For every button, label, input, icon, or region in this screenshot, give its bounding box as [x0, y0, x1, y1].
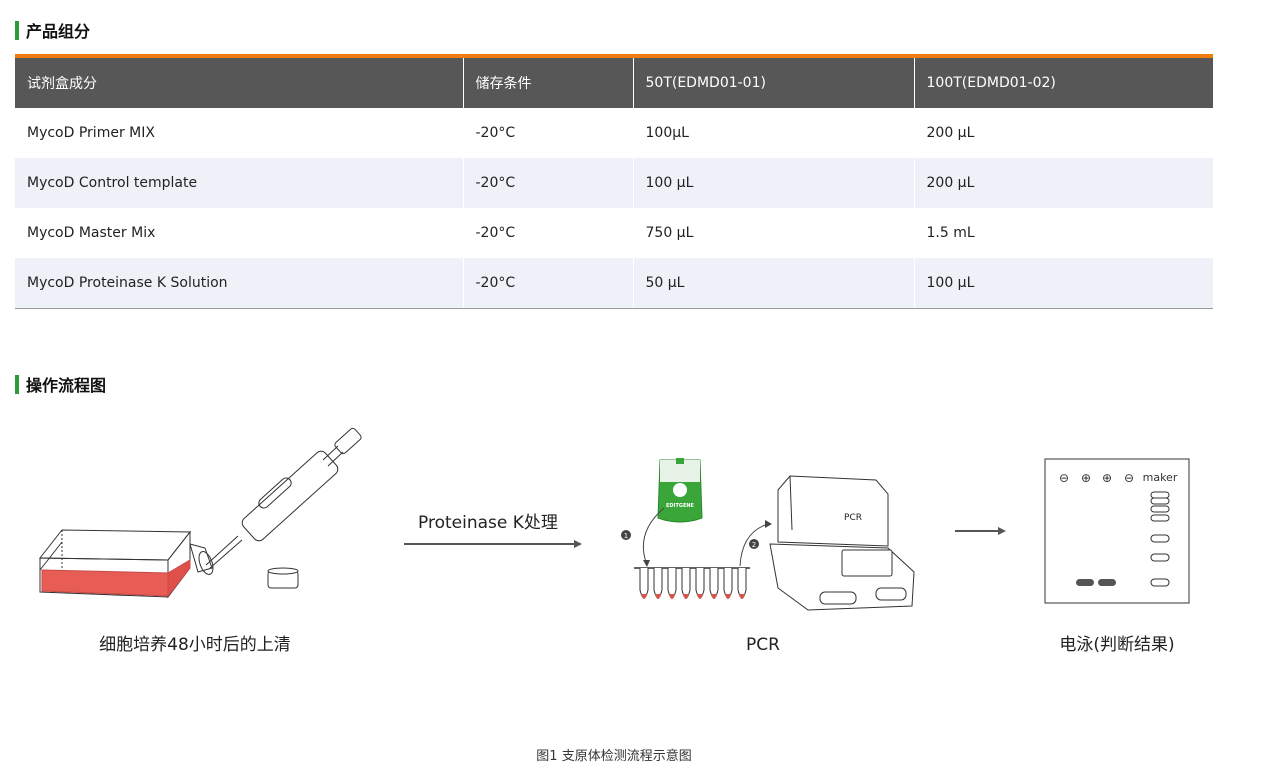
section-title-text: 操作流程图 — [26, 376, 107, 395]
cell-storage: -20°C — [463, 258, 634, 309]
gel-marker-pos: ⊕ — [1081, 471, 1091, 485]
section-title-text: 产品组分 — [26, 22, 91, 41]
table-row: MycoD Master Mix -20°C 750 μL 1.5 mL — [15, 208, 1213, 258]
header-100t: 100T(EDMD01-02) — [914, 58, 1213, 108]
svg-text:1: 1 — [624, 532, 628, 540]
cell-50t: 50 μL — [633, 258, 915, 309]
section-title-workflow: 操作流程图 — [15, 374, 107, 395]
pcr-tube-sample — [725, 594, 731, 599]
reagent-bag-icon: EDITGENE — [657, 458, 703, 523]
pcr-tube — [737, 568, 747, 599]
pcr-tube-sample — [655, 594, 661, 599]
cell-component: MycoD Master Mix — [15, 208, 464, 258]
svg-text:2: 2 — [752, 541, 756, 549]
culture-flask-icon — [38, 529, 214, 599]
pcr-tube — [653, 568, 663, 599]
table-row: MycoD Primer MIX -20°C 100μL 200 μL — [15, 108, 1213, 158]
arrow-proteinase-step: Proteinase K处理 — [404, 513, 582, 548]
gel-marker-neg: ⊖ — [1059, 471, 1069, 485]
pcr-tube — [667, 568, 677, 599]
title-accent-bar — [15, 374, 19, 394]
arrow1-label: Proteinase K处理 — [418, 513, 558, 533]
cell-100t: 200 μL — [914, 158, 1213, 208]
step3-caption: 电泳(判断结果) — [1059, 635, 1174, 655]
gel-maker-label: maker — [1143, 471, 1178, 484]
table-row: MycoD Control template -20°C 100 μL 200 … — [15, 158, 1213, 208]
section-title-components: 产品组分 — [15, 20, 91, 41]
flask-cap-icon — [267, 567, 299, 589]
pcr-tube-sample — [669, 594, 675, 599]
cell-50t: 100 μL — [633, 158, 915, 208]
bag-label: EDITGENE — [666, 503, 695, 509]
table-row: MycoD Proteinase K Solution -20°C 50 μL … — [15, 258, 1213, 309]
cell-50t: 750 μL — [633, 208, 915, 258]
pcr-machine-icon: PCR — [769, 475, 915, 611]
cell-50t: 100μL — [633, 108, 915, 158]
pcr-tube-sample — [697, 594, 703, 599]
table-top-rule — [15, 54, 1213, 58]
figure-caption: 图1 支原体检测流程示意图 — [536, 749, 692, 764]
cell-component: MycoD Primer MIX — [15, 108, 464, 158]
table-header-row: 试剂盒成分 储存条件 50T(EDMD01-01) 100T(EDMD01-02… — [15, 58, 1213, 108]
step2-caption: PCR — [746, 635, 780, 655]
cell-storage: -20°C — [463, 108, 634, 158]
pipette-icon — [205, 427, 362, 569]
header-component: 试剂盒成分 — [15, 58, 464, 108]
gel-marker-neg: ⊖ — [1124, 471, 1134, 485]
step-marker-1: 1 — [621, 507, 665, 567]
step-marker-2: 2 — [739, 520, 772, 567]
pcr-machine-label: PCR — [844, 513, 862, 523]
step1-caption: 细胞培养48小时后的上清 — [99, 635, 291, 655]
cell-storage: -20°C — [463, 158, 634, 208]
cell-component: MycoD Control template — [15, 158, 464, 208]
pcr-tube — [723, 568, 733, 599]
cell-100t: 200 μL — [914, 108, 1213, 158]
pcr-tube — [681, 568, 691, 599]
workflow-diagram: Proteinase K处理 EDITGENE 1 2 PCR — [38, 427, 1190, 655]
cell-100t: 1.5 mL — [914, 208, 1213, 258]
cell-storage: -20°C — [463, 208, 634, 258]
pcr-tube — [709, 568, 719, 599]
pcr-tube-sample — [641, 594, 647, 599]
gel-marker-pos: ⊕ — [1102, 471, 1112, 485]
pcr-tube-sample — [711, 594, 717, 599]
title-accent-bar — [15, 20, 19, 40]
header-50t: 50T(EDMD01-01) — [633, 58, 915, 108]
pcr-tube-sample — [739, 594, 745, 599]
cell-100t: 100 μL — [914, 258, 1213, 309]
pcr-tube — [695, 568, 705, 599]
pcr-tube-sample — [683, 594, 689, 599]
components-table: 试剂盒成分 储存条件 50T(EDMD01-01) 100T(EDMD01-02… — [15, 58, 1213, 309]
arrow-electrophoresis-step — [955, 527, 1006, 535]
electrophoresis-gel-icon: ⊖ ⊕ ⊕ ⊖ maker — [1044, 458, 1190, 604]
pcr-tube-strip-icon — [634, 567, 750, 599]
header-storage: 储存条件 — [463, 58, 634, 108]
cell-component: MycoD Proteinase K Solution — [15, 258, 464, 309]
pcr-tube — [639, 568, 649, 599]
